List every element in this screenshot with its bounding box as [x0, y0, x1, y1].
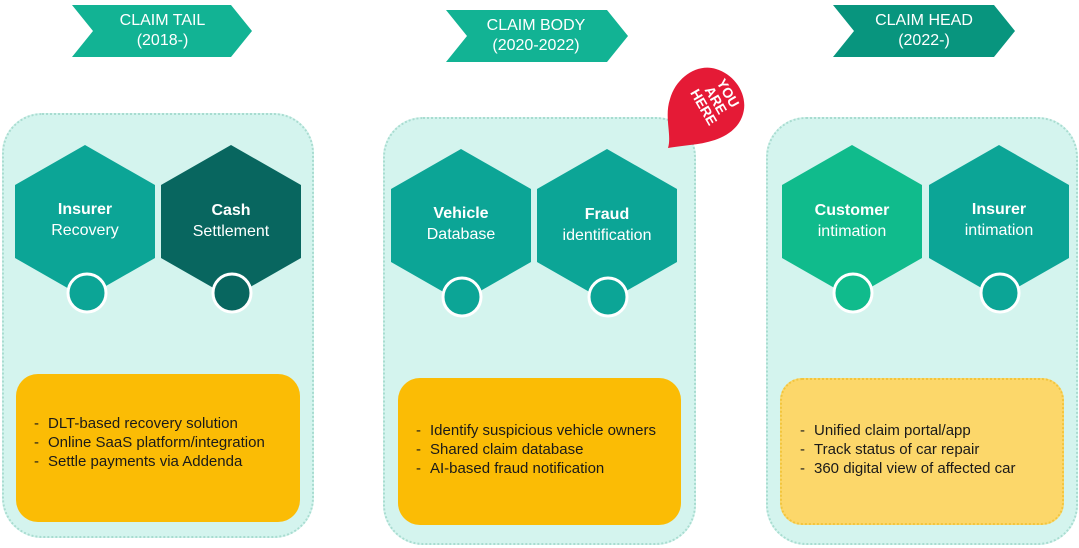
hex-title: Vehicle — [433, 205, 489, 222]
list-item: Settle payments via Addenda — [34, 452, 284, 471]
banner-years: (2022-) — [898, 32, 950, 49]
hex-title: Fraud — [584, 206, 630, 223]
insurer-intimation-label: Insurer intimation — [929, 199, 1069, 241]
claim-tail-features: DLT-based recovery solution Online SaaS … — [16, 374, 300, 522]
fraud-identification-label: Fraud identification — [537, 204, 677, 246]
feature-list: Unified claim portal/app Track status of… — [800, 421, 1046, 478]
list-item: Online SaaS platform/integration — [34, 433, 284, 452]
map-pin-icon — [667, 67, 745, 148]
customer-intimation-label: Customer intimation — [782, 200, 922, 242]
claim-body-banner: CLAIM BODY (2020-2022) — [467, 16, 605, 56]
vehicle-database-label: Vehicle Database — [391, 203, 531, 245]
hex-subtitle: Recovery — [51, 222, 119, 239]
hex-title: Insurer — [971, 201, 1027, 218]
hex-subtitle: Database — [426, 226, 496, 243]
claim-head-banner: CLAIM HEAD (2022-) — [856, 11, 992, 51]
banner-title: CLAIM TAIL — [119, 12, 206, 29]
claim-body-features: Identify suspicious vehicle owners Share… — [398, 378, 681, 525]
hex-title: Insurer — [57, 201, 113, 218]
hex-title: Cash — [211, 202, 251, 219]
banner-years: (2020-2022) — [492, 37, 580, 54]
banner-title: CLAIM BODY — [486, 17, 586, 34]
list-item: Identify suspicious vehicle owners — [416, 421, 665, 440]
list-item: Track status of car repair — [800, 440, 1046, 459]
list-item: Shared claim database — [416, 440, 665, 459]
hex-subtitle: Settlement — [192, 223, 270, 240]
claim-head-features: Unified claim portal/app Track status of… — [780, 378, 1064, 525]
list-item: DLT-based recovery solution — [34, 414, 284, 433]
banner-title: CLAIM HEAD — [875, 12, 973, 29]
cash-settlement-label: Cash Settlement — [161, 200, 301, 242]
list-item: Unified claim portal/app — [800, 421, 1046, 440]
hex-subtitle: identification — [562, 227, 652, 244]
hex-subtitle: intimation — [964, 222, 1034, 239]
hex-title: Customer — [814, 202, 890, 219]
list-item: 360 digital view of affected car — [800, 459, 1046, 478]
banner-years: (2018-) — [136, 32, 189, 49]
you-are-here-marker — [667, 67, 745, 148]
insurer-recovery-label: Insurer Recovery — [15, 199, 155, 241]
hex-subtitle: intimation — [817, 223, 887, 240]
feature-list: DLT-based recovery solution Online SaaS … — [34, 414, 284, 471]
list-item: AI-based fraud notification — [416, 459, 665, 478]
claim-tail-banner: CLAIM TAIL (2018-) — [95, 11, 230, 51]
feature-list: Identify suspicious vehicle owners Share… — [416, 421, 665, 478]
